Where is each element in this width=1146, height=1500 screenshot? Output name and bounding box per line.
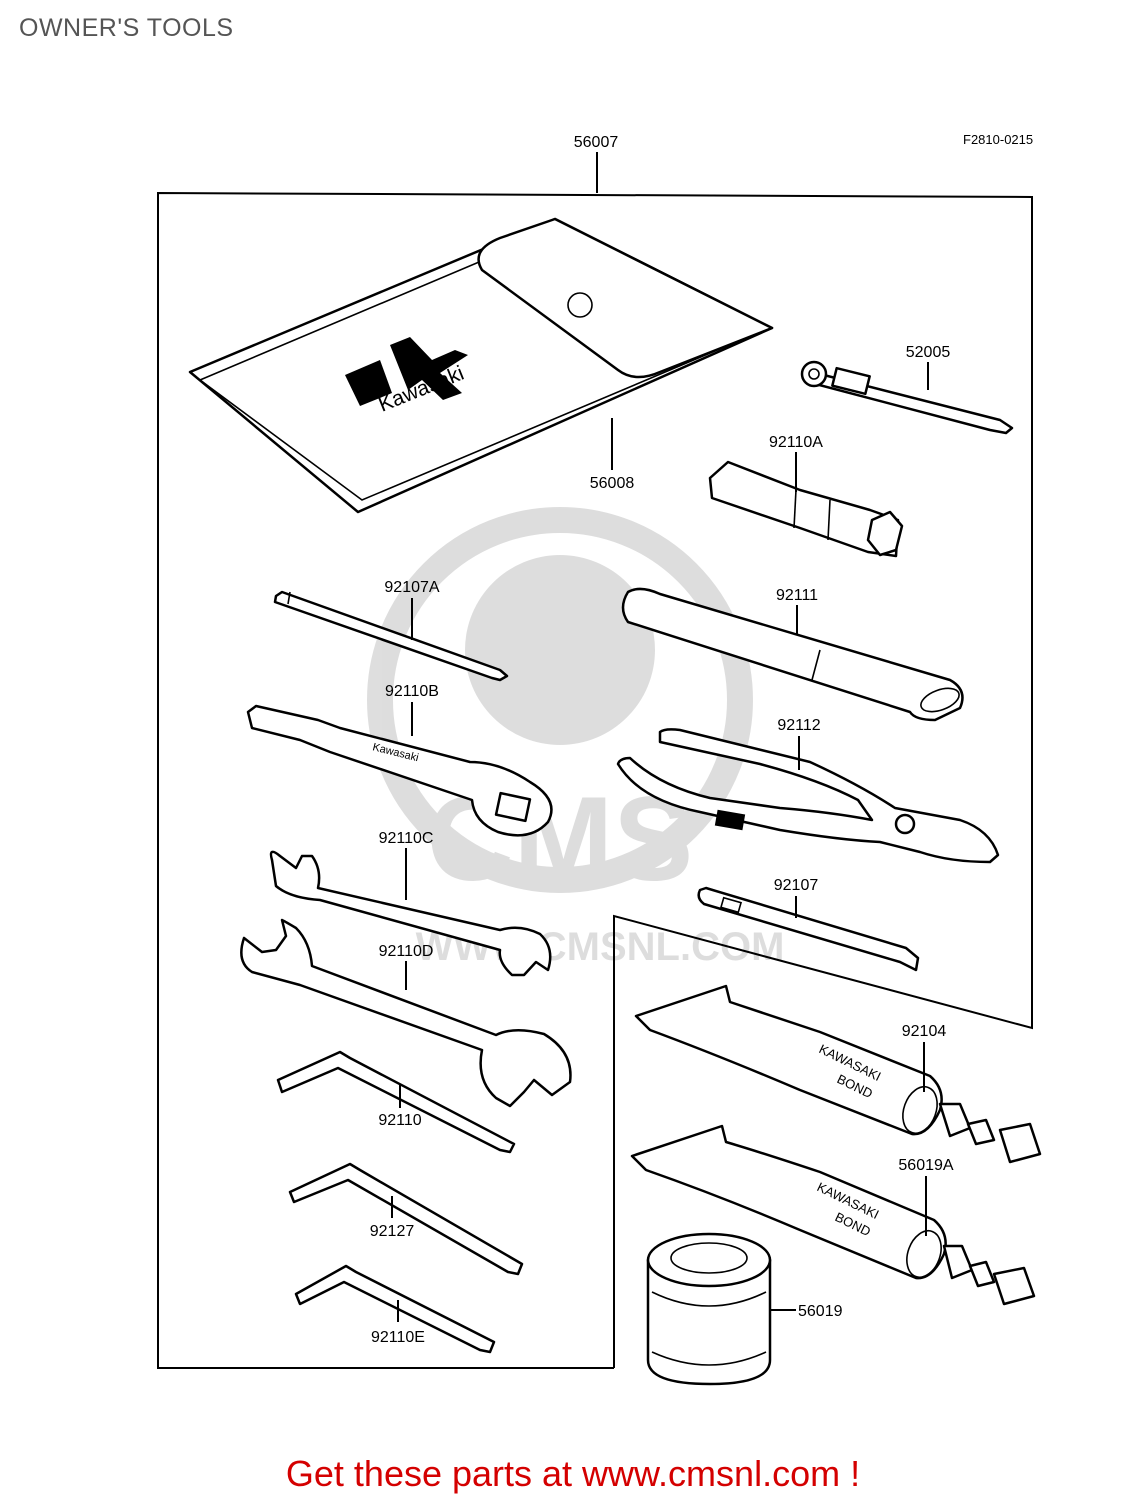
part-label-92110E: 92110E <box>371 1329 425 1346</box>
part-label-56019: 56019 <box>798 1303 843 1320</box>
part-label-92104: 92104 <box>902 1023 947 1040</box>
tool-92107: 92107 <box>697 877 920 972</box>
part-label-92107A: 92107A <box>384 579 439 596</box>
tool-92112: 92112 <box>616 717 1000 864</box>
tool-56019A: KAWASAKI BOND 56019A <box>630 1124 1036 1306</box>
part-label-92110A: 92110A <box>769 434 823 451</box>
part-label-92127: 92127 <box>370 1223 415 1240</box>
part-label-92110B: 92110B <box>385 683 439 700</box>
tool-92110: 92110 <box>276 1050 516 1154</box>
part-label-92111: 92111 <box>776 587 818 604</box>
kit-bracket: 56007 <box>157 134 1033 1369</box>
tool-pouch: Kawasaki 56008 <box>188 217 774 514</box>
part-label-56008: 56008 <box>590 475 635 492</box>
tool-56019: 56019 <box>646 1232 843 1386</box>
part-label-92107: 92107 <box>774 877 819 894</box>
part-label-52005: 52005 <box>906 344 951 361</box>
footer-link[interactable]: Get these parts at www.cmsnl.com ! <box>285 1453 861 1494</box>
tool-92110D: 92110D <box>240 918 572 1108</box>
diagram-code: F2810-0215 <box>963 132 1033 147</box>
tool-92107A: 92107A <box>273 579 509 682</box>
part-label-92110C: 92110C <box>379 830 434 847</box>
tool-92111: 92111 <box>621 587 964 722</box>
tool-92110A: 92110A <box>708 434 904 558</box>
tool-92127: 92127 <box>288 1162 524 1276</box>
tool-52005: 52005 <box>800 344 1014 435</box>
part-label-56007: 56007 <box>574 134 619 151</box>
part-label-56019A: 56019A <box>898 1157 953 1174</box>
tool-92110C: 92110C <box>269 830 552 977</box>
tool-92104: KAWASAKI BOND 92104 <box>634 984 1042 1164</box>
tool-92110B: Kawasaki 92110B <box>246 683 553 837</box>
part-label-92112: 92112 <box>777 717 820 734</box>
part-label-92110D: 92110D <box>379 943 434 960</box>
page-title: OWNER'S TOOLS <box>19 14 234 42</box>
part-label-92110: 92110 <box>378 1112 421 1129</box>
tool-92110E: 92110E <box>294 1264 496 1354</box>
